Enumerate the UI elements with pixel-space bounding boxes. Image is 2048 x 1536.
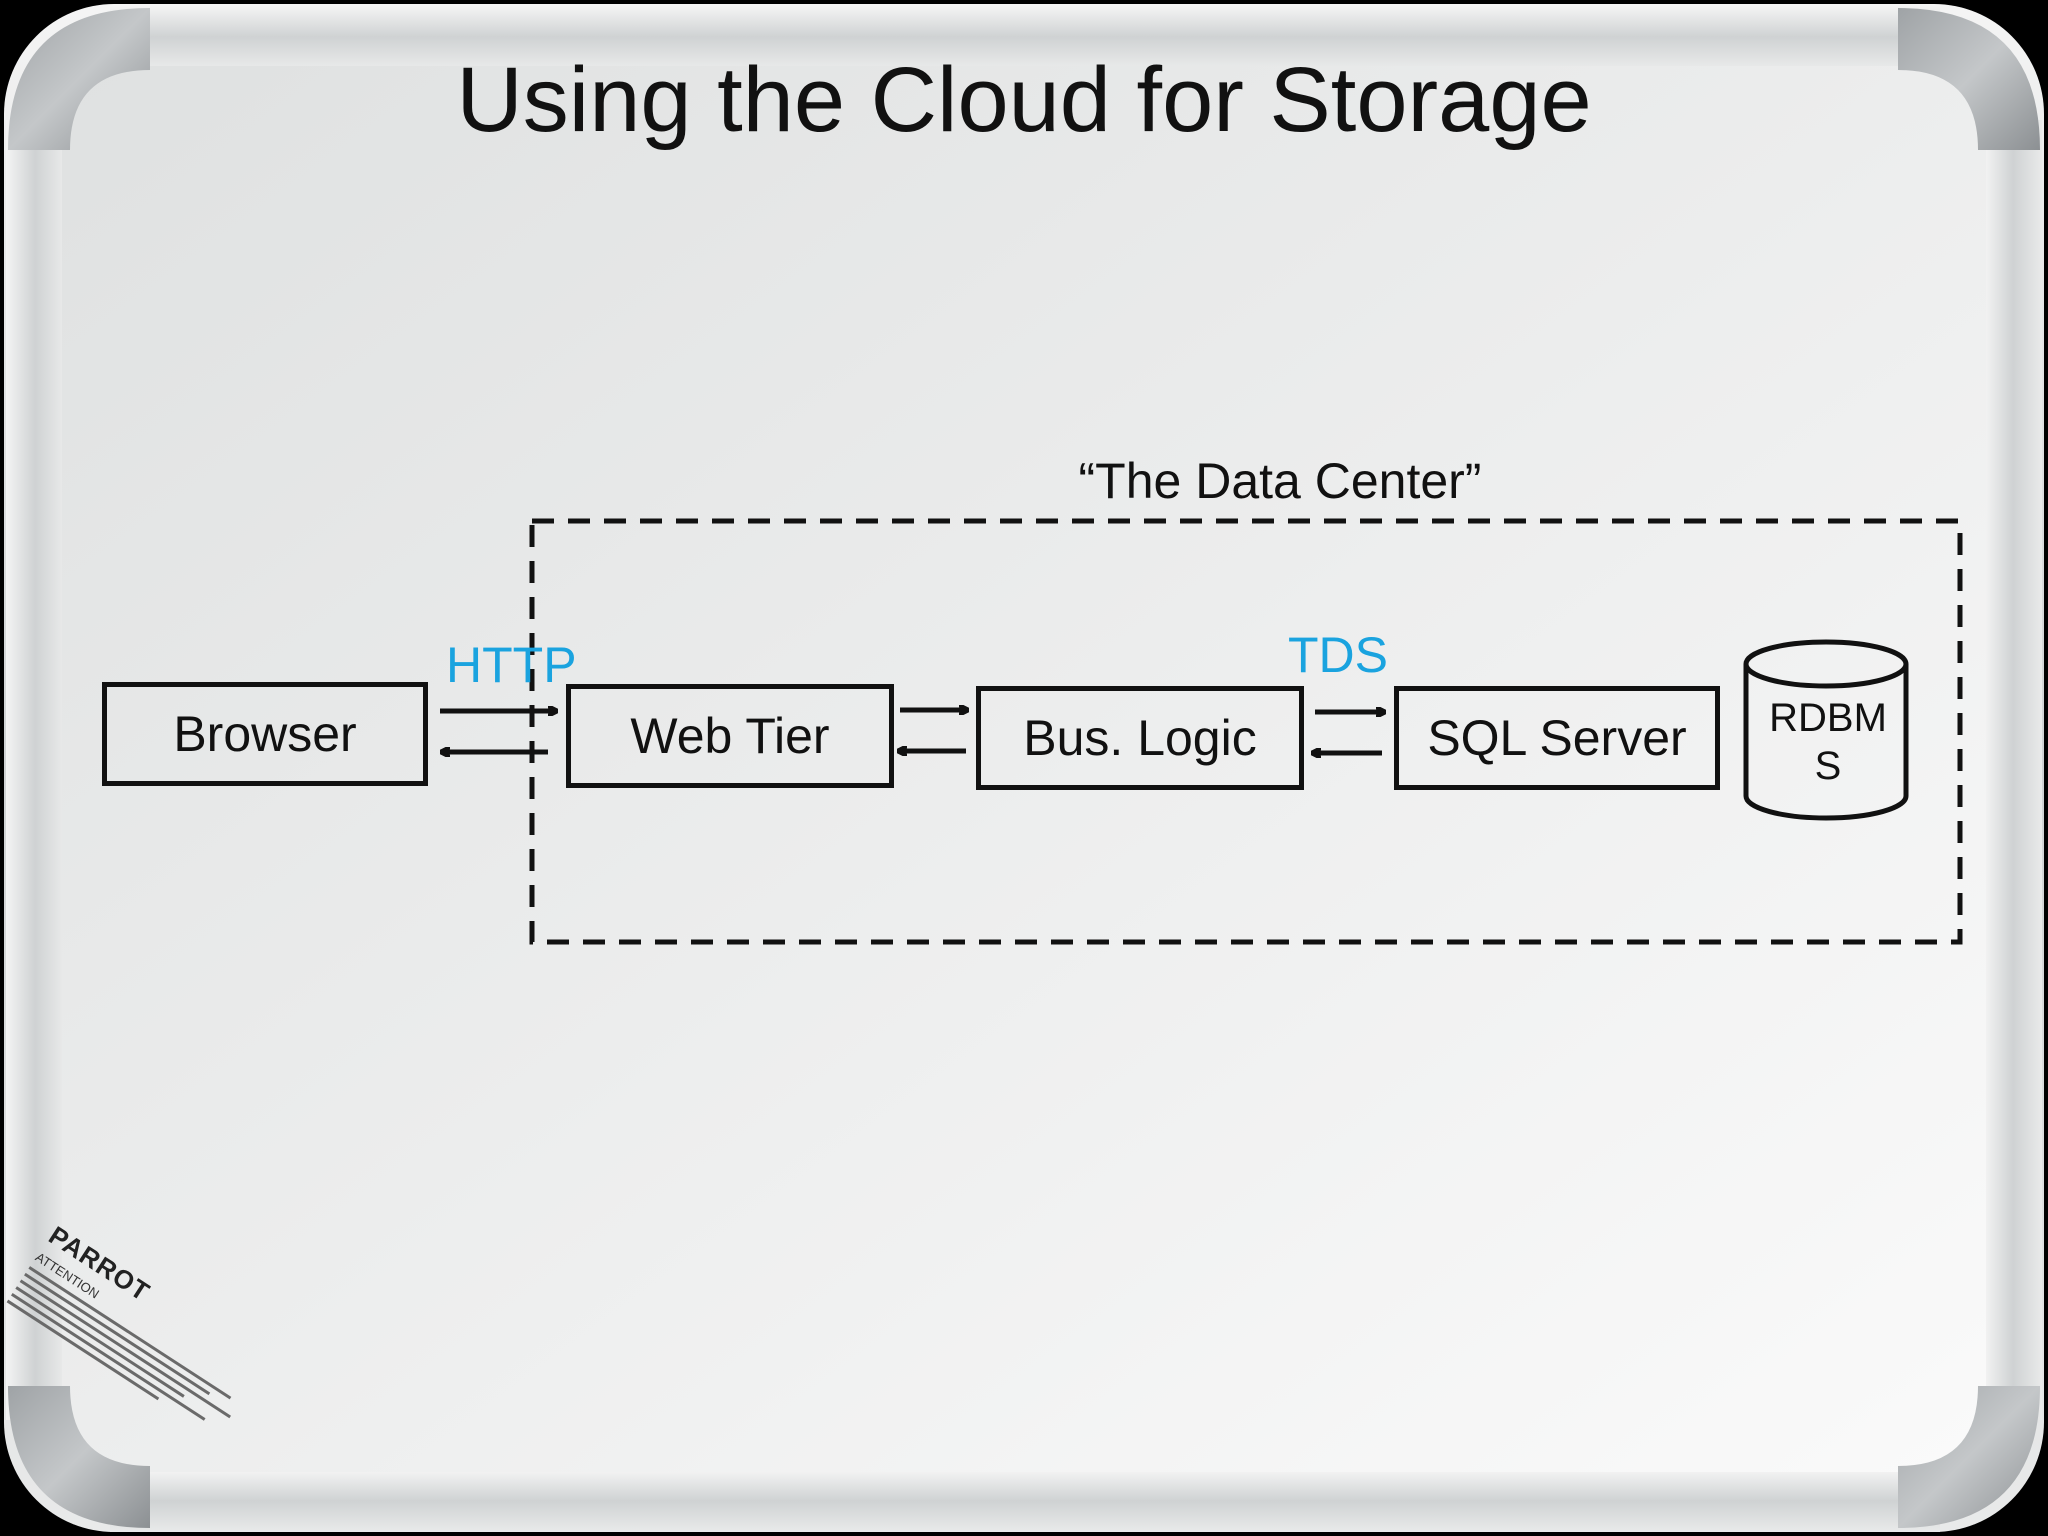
sql-server-node-label: SQL Server — [1427, 710, 1687, 766]
browser-node: Browser — [102, 682, 428, 786]
data-center-label: “The Data Center” — [1078, 453, 1482, 509]
bus-logic-node: Bus. Logic — [976, 686, 1304, 790]
tds-protocol-label: TDS — [1288, 627, 1388, 683]
sql-server-node: SQL Server — [1394, 686, 1720, 790]
web-tier-node-label: Web Tier — [630, 708, 830, 764]
data-center-boundary — [529, 518, 1963, 945]
database-cylinder-icon — [1743, 639, 1909, 821]
slide-title: Using the Cloud for Storage — [456, 49, 1592, 151]
bus-logic-node-label: Bus. Logic — [1023, 710, 1257, 766]
rdbms-label-line2: S — [1814, 744, 1842, 788]
browser-node-label: Browser — [173, 706, 357, 762]
rdbms-label-line1: RDBM — [1769, 696, 1887, 740]
rdbms-label: RDBM S — [1748, 694, 1908, 790]
web-tier-node: Web Tier — [566, 684, 894, 788]
http-protocol-label: HTTP — [446, 637, 577, 693]
